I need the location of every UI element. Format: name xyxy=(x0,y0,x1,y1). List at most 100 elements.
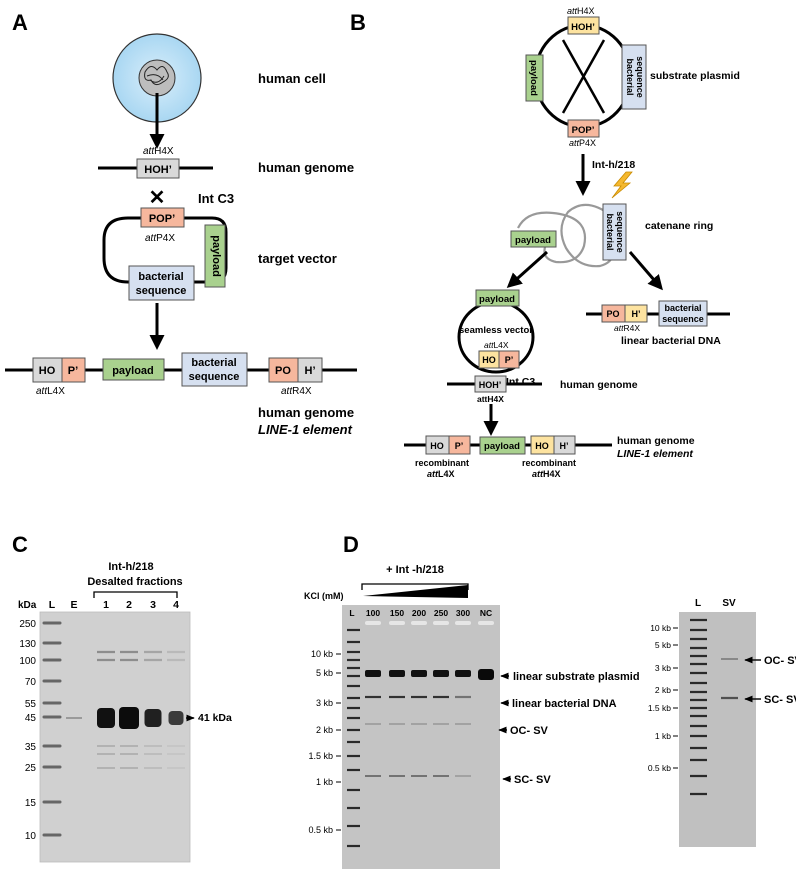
panel-a-letter: A xyxy=(12,10,28,35)
gel-d-well xyxy=(365,621,381,625)
site-attP4X-b: attP4X xyxy=(569,138,596,148)
panel-b-letter: B xyxy=(350,10,366,35)
bacterial-label-linear2: sequence xyxy=(662,314,704,324)
hoh-label-a: HOH’ xyxy=(144,164,172,176)
recombinant-label-2: recombinant xyxy=(522,458,576,468)
gel-c-lane-label: 3 xyxy=(150,599,156,611)
lightning-icon xyxy=(611,171,633,199)
gel-d-lane-label: 100 xyxy=(366,608,380,618)
payload-box-a xyxy=(102,358,165,381)
kda-label: kDa xyxy=(18,600,37,611)
payload-box-seamless xyxy=(475,289,520,307)
gel-d-well xyxy=(478,621,494,625)
payload-box-vertical-b xyxy=(525,54,544,102)
hoh-box-a xyxy=(136,158,180,179)
gel-d-nc-band xyxy=(478,669,494,680)
band-41kda-label: 41 kDa xyxy=(198,712,232,724)
arrow-catenane-to-vector xyxy=(506,250,549,289)
site-attH4X-b2: attH4X xyxy=(477,394,504,404)
gel-c-marker-label: 250 xyxy=(19,619,36,630)
gel-sv-marker-label: 5 kb xyxy=(655,640,671,650)
payload-label-catenane: payload xyxy=(515,235,551,246)
gel-d-well xyxy=(411,621,427,625)
panel-d-letter: D xyxy=(343,532,359,557)
p-label-a: P’ xyxy=(68,365,78,377)
panel-b: B attH4X HOH’ POP’ attP4X payload bacter… xyxy=(350,6,740,479)
panel-a: A human cell attH4X HOH’ human genome ✕ … xyxy=(5,10,357,437)
bacterial-label-a2: sequence xyxy=(136,285,187,297)
arrow-catenane-to-linear xyxy=(628,251,663,291)
payload-label-seamless: payload xyxy=(479,294,515,305)
gel-c-main-band xyxy=(144,709,162,727)
ho-label-rec: HO xyxy=(430,441,444,451)
payload-label-vertical-b: payload xyxy=(528,60,539,96)
gel-sv-marker-label: 3 kb xyxy=(655,663,671,673)
ho-label-a: HO xyxy=(39,365,56,377)
linear-bacterial-dna-label: linear bacterial DNA xyxy=(621,335,721,347)
po-box-a xyxy=(268,357,299,383)
gel-d-lane-label: 250 xyxy=(434,608,448,618)
annot2-oc-sv: OC- SV xyxy=(764,655,796,667)
seamless-vector-label: seamless vector xyxy=(459,325,533,336)
kcl-label: KCl (mM) xyxy=(304,591,344,601)
gel-d-lane-label: 200 xyxy=(412,608,426,618)
gel-c-background xyxy=(40,612,190,862)
po-label-b: PO xyxy=(606,309,619,319)
human-genome-label-a: human genome xyxy=(258,160,354,175)
gel-c-lane-label: 1 xyxy=(103,599,109,611)
gel-d-substrate-band xyxy=(389,670,405,677)
payload-box-rec xyxy=(479,436,526,455)
annot-linear-bacterial: linear bacterial DNA xyxy=(512,698,617,710)
bacterial-label-catenane2: sequence xyxy=(615,211,625,253)
payload-box-vertical-a xyxy=(204,224,226,288)
h-label-a: H’ xyxy=(305,365,316,377)
nucleus-icon xyxy=(138,59,176,97)
gel-d-marker-label: 3 kb xyxy=(316,698,333,708)
recombinant-label-1: recombinant xyxy=(415,458,469,468)
gel-c-lane-label: L xyxy=(49,599,56,611)
h-box-a xyxy=(297,357,323,383)
pop-box-a xyxy=(140,207,185,228)
int-c3-label-a: Int C3 xyxy=(198,191,234,206)
gel-d-well xyxy=(455,621,471,625)
panel-d-title: + Int -h/218 xyxy=(386,564,444,576)
hoh-box-b xyxy=(567,16,600,35)
panel-c-letter: C xyxy=(12,532,28,557)
catenane-ring-label: catenane ring xyxy=(645,220,713,232)
human-cell-label: human cell xyxy=(258,71,326,86)
bacterial-label-a3: bacterial xyxy=(191,357,236,369)
site-attH4X-a: attH4X xyxy=(143,146,174,157)
gel-d-well xyxy=(389,621,405,625)
human-genome-line1-sub-a: LINE-1 element xyxy=(258,422,353,437)
gel-c-marker-label: 45 xyxy=(25,713,37,724)
gel-d-lane-label: NC xyxy=(480,608,492,618)
h-label-b: H’ xyxy=(632,309,641,319)
payload-label-vertical-a: payload xyxy=(210,235,222,277)
annot-sc-sv: SC- SV xyxy=(514,774,551,786)
p-label-seamless: P’ xyxy=(505,355,514,365)
bacterial-box-linear xyxy=(658,300,708,327)
gel-c-main-band xyxy=(119,707,139,729)
panel-c-title1: Int-h/218 xyxy=(108,561,153,573)
gel-sv-marker-label: 0.5 kb xyxy=(648,763,671,773)
gel-sv-lane-label: SV xyxy=(722,598,736,609)
human-genome-label-b: human genome xyxy=(560,379,638,391)
h-box-b xyxy=(624,304,648,323)
bacterial-box-vertical-b xyxy=(621,44,647,110)
gel-d-substrate-band xyxy=(365,670,381,677)
bacterial-box-a2 xyxy=(181,352,248,387)
fraction-bracket xyxy=(93,591,178,598)
crossover-line-2 xyxy=(561,39,606,114)
bacterial-label-a4: sequence xyxy=(189,371,240,383)
gel-d-marker-label: 1 kb xyxy=(316,777,333,787)
payload-label-a: payload xyxy=(112,365,154,377)
payload-label-rec: payload xyxy=(484,441,520,452)
annot-linear-substrate: linear substrate plasmid xyxy=(513,671,640,683)
gel-d-marker-label: 0.5 kb xyxy=(308,825,333,835)
gel-d-well xyxy=(433,621,449,625)
gel-d-substrate-band xyxy=(433,670,449,677)
